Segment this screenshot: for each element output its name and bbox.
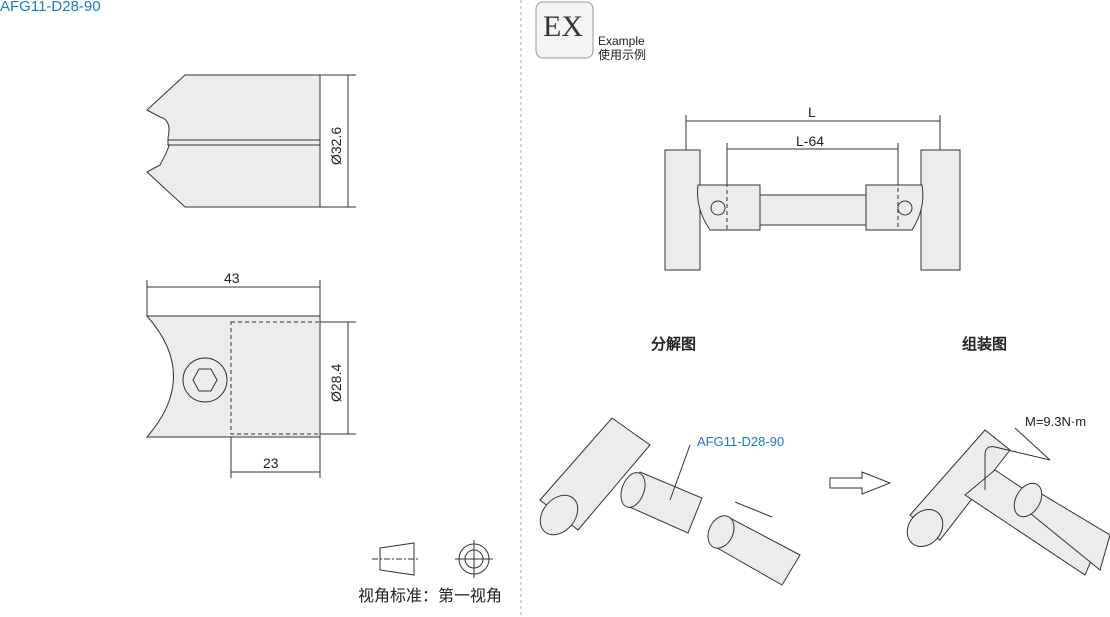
exploded-title: 分解图 [651, 336, 697, 353]
dim-insert-depth: 23 [263, 455, 279, 471]
top-view [145, 280, 356, 478]
dim-length: 43 [224, 270, 240, 286]
dim-inner-diameter: Ø28.4 [328, 363, 344, 402]
arrow-right-icon [829, 471, 892, 495]
hex-socket-icon [192, 368, 218, 392]
dim-outer-diameter: Ø32.6 [328, 126, 344, 165]
dim-inner: L-64 [796, 133, 825, 149]
example-badge-text: EX [543, 10, 583, 43]
part-code: AFG11-D28-90 [0, 0, 101, 15]
side-view [146, 74, 356, 208]
assembled-view [906, 427, 1110, 576]
torque-label: M=9.3N·m [1025, 414, 1087, 429]
example-badge-icon [535, 1, 594, 59]
assembled-title: 组装图 [962, 336, 1008, 353]
projection-symbol [372, 540, 493, 578]
example-label-cn: 使用示例 [598, 48, 647, 62]
assembly-example [664, 115, 961, 271]
hex-key-icon [984, 446, 1051, 490]
projection-label: 视角标准：第一视角 [358, 588, 503, 605]
dim-overall: L [808, 104, 816, 120]
callout-label: AFG11-D28-90 [697, 434, 785, 449]
example-label-en: Example [598, 34, 645, 48]
exploded-view [539, 417, 801, 586]
